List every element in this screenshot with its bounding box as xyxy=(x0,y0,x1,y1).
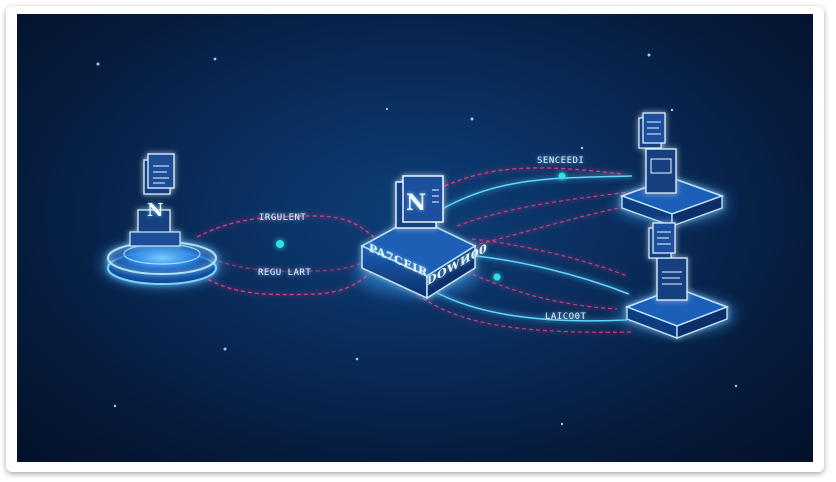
diagram-svg xyxy=(96,53,738,426)
left-node[interactable] xyxy=(102,153,222,286)
document-server-icon xyxy=(395,175,444,229)
center-node[interactable] xyxy=(355,175,479,300)
right-node-top[interactable] xyxy=(616,112,728,227)
link-node-dot xyxy=(276,240,284,248)
right-node-bottom[interactable] xyxy=(619,222,735,339)
background-stars xyxy=(96,53,738,426)
document-stack-icon xyxy=(129,153,181,247)
link-label-upper-right: SENCEEDI xyxy=(537,156,585,166)
document-server-icon xyxy=(638,112,677,194)
document-server-icon xyxy=(648,222,688,301)
link-left-upper xyxy=(196,215,380,243)
link-label-upper-left: IRGULENT xyxy=(259,213,307,223)
left-node-badge: N xyxy=(147,200,164,221)
link-right-upper xyxy=(431,167,633,247)
link-label-lower-left: REGU LART xyxy=(258,268,312,278)
center-node-badge: N xyxy=(406,190,427,216)
link-left-lower xyxy=(201,257,378,296)
network-diagram: N N PA7CEIR DOWИ00 IRGULENT REGU LART SE… xyxy=(17,14,813,462)
link-label-lower-right: LAICO0T xyxy=(545,312,587,322)
link-node-dot xyxy=(558,172,566,180)
link-node-dot xyxy=(493,273,501,281)
